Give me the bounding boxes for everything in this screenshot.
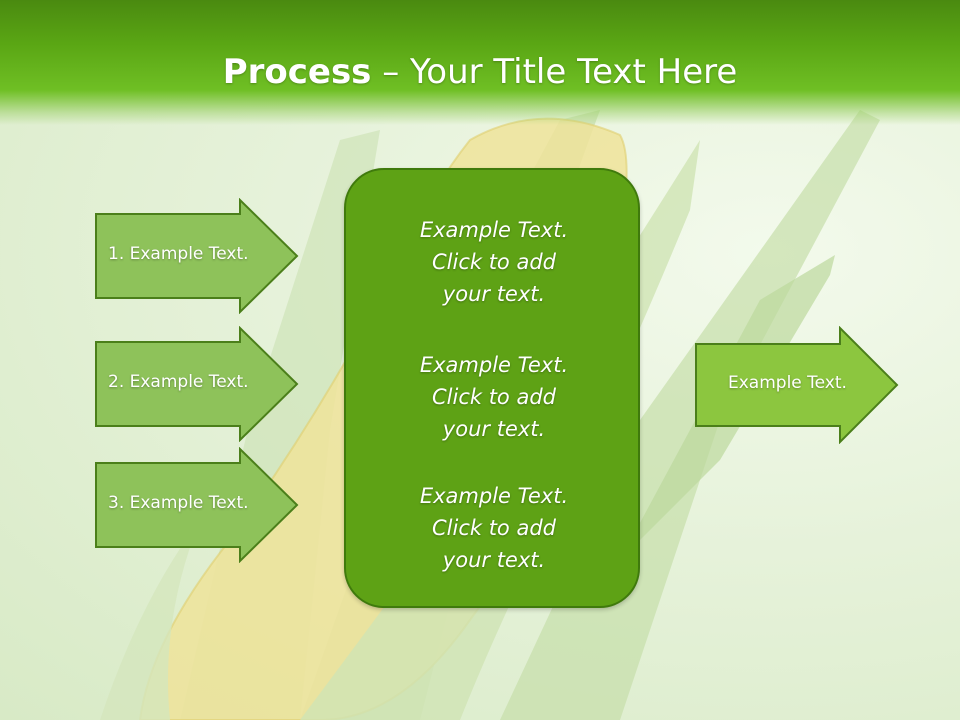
center-text-block-3: Example Text. Click to add your text. [419, 484, 569, 572]
arrow-label: 2. Example Text. [108, 372, 249, 392]
output-arrow[interactable]: Example Text. [694, 325, 900, 445]
center-text-box[interactable]: Example Text. Click to add your text. Ex… [344, 168, 640, 608]
center-text-block-1: Example Text. Click to add your text. [419, 218, 569, 306]
arrow-label: 1. Example Text. [108, 244, 249, 264]
process-arrow-1[interactable]: 1. Example Text. [94, 197, 300, 315]
title-bar [0, 0, 960, 125]
slide-title[interactable]: Process – Your Title Text Here [0, 52, 960, 92]
process-arrow-2[interactable]: 2. Example Text. [94, 325, 300, 443]
title-bold: Process [222, 52, 372, 92]
arrow-shape [695, 325, 899, 445]
center-text-block-2: Example Text. Click to add your text. [419, 353, 569, 441]
arrow-shape [95, 197, 299, 315]
arrow-label: 3. Example Text. [108, 493, 249, 513]
process-arrow-3[interactable]: 3. Example Text. [94, 446, 300, 564]
arrow-shape [95, 446, 299, 564]
title-rest: – Your Title Text Here [371, 52, 738, 92]
arrow-shape [95, 325, 299, 443]
arrow-label: Example Text. [728, 373, 847, 393]
